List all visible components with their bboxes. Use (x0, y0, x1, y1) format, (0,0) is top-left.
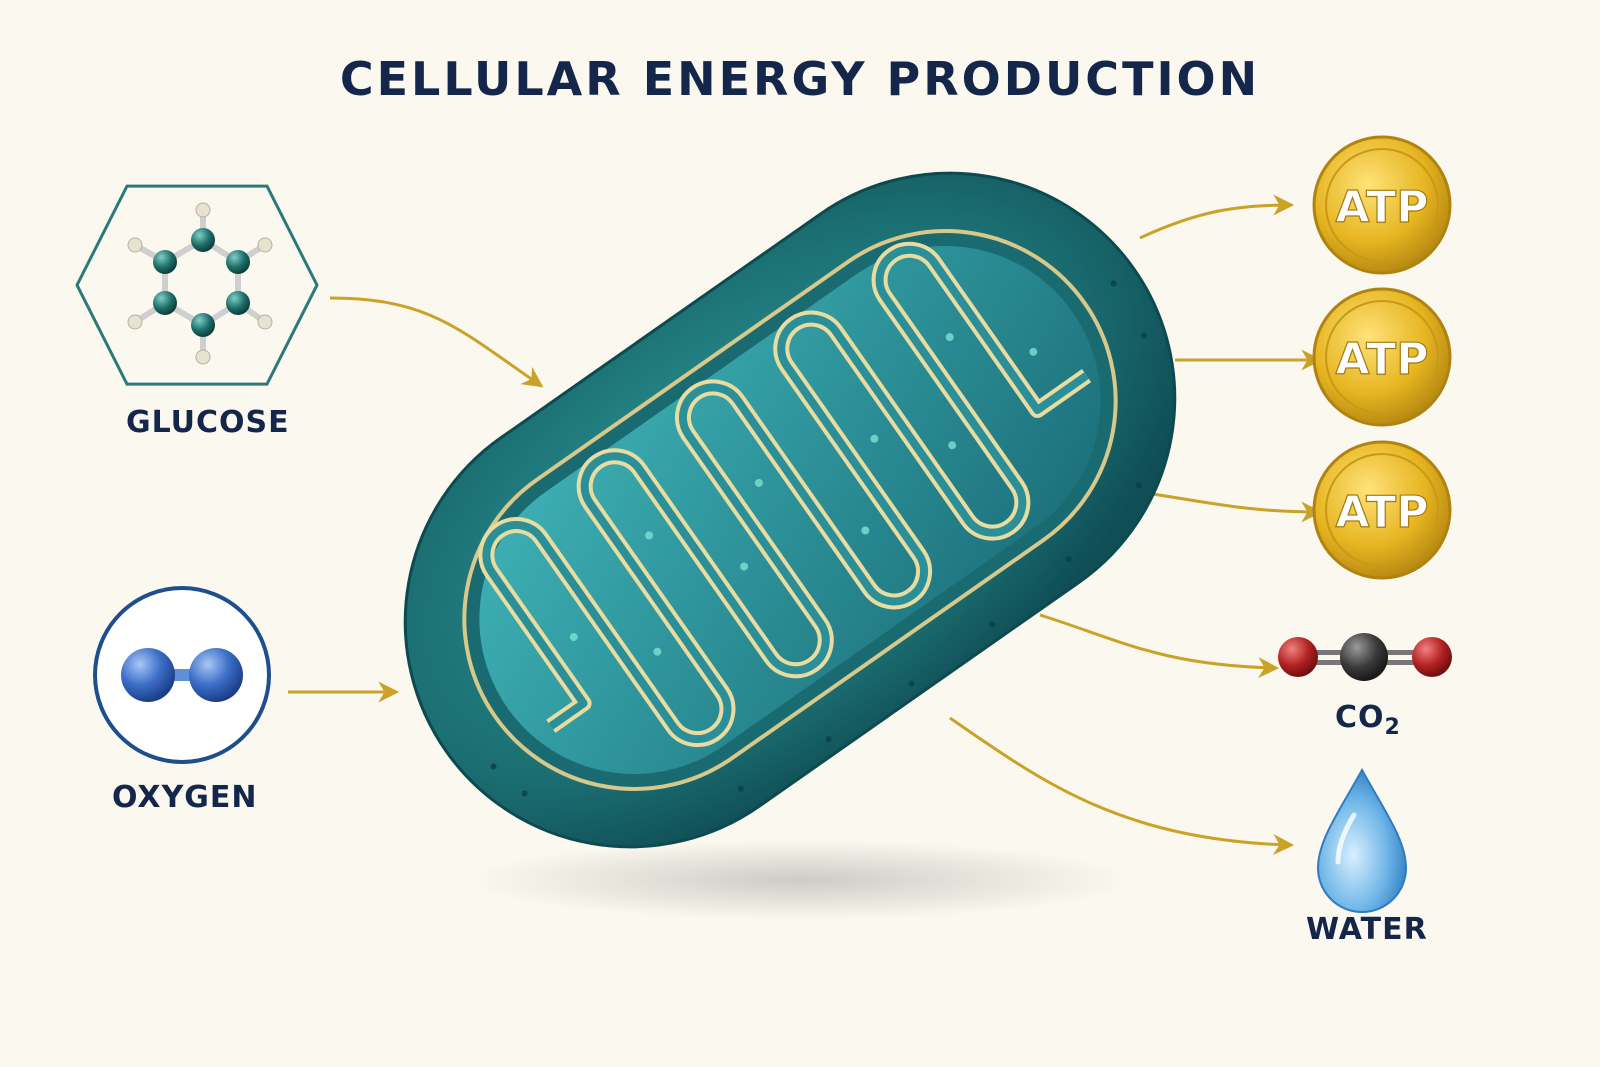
atp-label-2: ATP (1336, 334, 1429, 385)
arrow-water (949, 716, 1295, 855)
atp-label-3: ATP (1336, 487, 1429, 538)
atp-coin-icon-3: ATP (1312, 440, 1452, 580)
co2-label-subscript: 2 (1384, 715, 1401, 740)
co2-label: CO2 (1335, 700, 1401, 740)
co2-label-main: CO (1335, 700, 1385, 735)
water-label: WATER (1306, 912, 1428, 947)
water-drop-icon (1316, 767, 1408, 913)
oxygen-molecule-icon (93, 586, 271, 764)
atp-label-1: ATP (1336, 182, 1429, 233)
arrow-atp-1 (1139, 194, 1295, 240)
diagram-title: CELLULAR ENERGY PRODUCTION (339, 52, 1261, 106)
glucose-label: GLUCOSE (126, 405, 290, 440)
co2-molecule-icon (1278, 633, 1452, 681)
atp-coin-icon-1: ATP (1312, 135, 1452, 275)
oxygen-label: OXYGEN (112, 780, 258, 815)
atp-coin-icon-2: ATP (1312, 287, 1452, 427)
glucose-molecule-icon (75, 184, 319, 386)
arrow-glucose-in (329, 296, 544, 388)
mitochondrion-icon (403, 171, 1177, 920)
arrow-co2 (1039, 613, 1280, 679)
flow-arrows (288, 194, 1323, 855)
